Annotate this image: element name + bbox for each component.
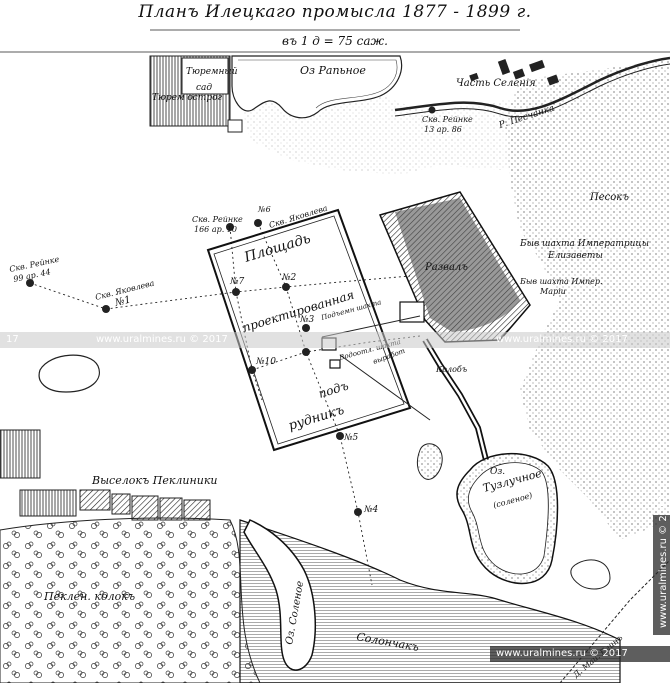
forest-kolok (0, 517, 261, 683)
river-peschanka (394, 56, 670, 113)
label-lake-rapnoe: Оз Рапьное (300, 64, 366, 77)
label-well-reinke-2: Скв. Рейнке (192, 215, 243, 224)
label-well-reinke-2b: 166 ар. 10 (194, 225, 237, 234)
label-prison: Тюремный (186, 67, 238, 77)
shaft-vodootl (329, 359, 341, 369)
small-lake-center (416, 443, 443, 480)
watermark-right: www.uralmines.ru © 2017 (496, 334, 628, 345)
label-garden: сад (196, 83, 212, 93)
label-n7: №7 (229, 277, 245, 287)
small-lake-east (570, 559, 611, 590)
label-n2: №2 (281, 273, 297, 283)
label-shaft-maria-1: Быв шахта Импер. (519, 277, 603, 286)
label-forest: Пеклен. колокъ (43, 590, 135, 603)
sand-terrain (505, 60, 670, 540)
label-well-yakovlev-2: Скв. Яковлева (268, 204, 329, 230)
watermark-left-number: 17 (6, 334, 19, 345)
lake-rapnoe-shore (238, 59, 398, 109)
lake-solenoe (243, 519, 316, 671)
map-title: Планъ Илецкаго промысла 1877 - 1899 г. (138, 2, 532, 22)
shaft-maria-building (399, 301, 425, 323)
label-shaft-elizaveta-1: Быв шахта Императрицы (519, 239, 649, 249)
label-well-6: №6 (257, 205, 271, 214)
watermark-band (0, 332, 670, 348)
label-well-reinke-1: Скв. Рейнке (422, 115, 473, 124)
label-n4: №4 (363, 505, 379, 515)
watermark-vertical-bg (653, 515, 670, 635)
watermark-center: www.uralmines.ru © 2017 (96, 334, 228, 345)
label-shaft-elizaveta-2: Елизаветы (547, 251, 603, 261)
solonchak-shore (239, 519, 621, 683)
canal (422, 338, 489, 461)
label-shaft-maria-2: Маріи (539, 287, 566, 296)
fort-gate (227, 119, 243, 133)
mine-workings-shade (395, 198, 520, 332)
map-scale: въ 1 д = 75 саж. (282, 34, 388, 48)
label-pesok: Песокъ (589, 192, 629, 203)
label-fort: Тюрем острог (152, 93, 223, 103)
label-well-reinke-1b: 13 ар. 86 (424, 125, 462, 134)
label-n1: №1 (113, 294, 132, 309)
label-area-3: подъ (317, 379, 350, 401)
sand-terrain-north (240, 90, 560, 175)
lake-rapnoe (231, 55, 403, 119)
village-blocks (0, 429, 211, 521)
watermark-bottom: www.uralmines.ru © 2017 (496, 648, 628, 659)
watermark-vertical: www.uralmines.ru © 2017 (658, 496, 669, 628)
small-lake-west (38, 354, 100, 393)
town-buildings (469, 59, 560, 86)
label-vodosbor: Колобъ (435, 365, 467, 374)
label-n10: №10 (255, 357, 276, 367)
label-n3: №3 (299, 315, 315, 325)
watermark-bottom-bg (490, 646, 670, 662)
label-lake-tuzluchnoe-1: Оз. (490, 467, 505, 477)
prison-garden (181, 57, 229, 95)
label-razvaly: Развалъ (424, 262, 468, 273)
mine-project-area (206, 208, 412, 452)
label-town: Часть Селенія (456, 78, 536, 89)
label-village: Выселокъ Пеклиники (91, 474, 217, 487)
label-n5: №5 (343, 433, 359, 443)
